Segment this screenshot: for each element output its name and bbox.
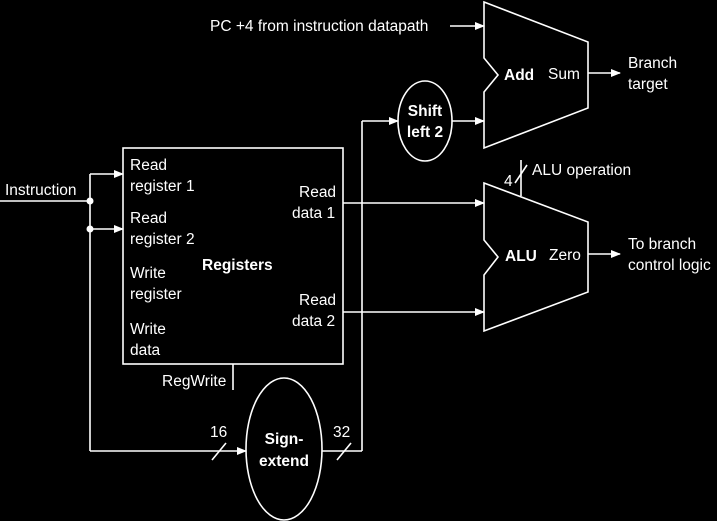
sign-extend-label-1: Sign- bbox=[265, 431, 304, 448]
shift-label-1: Shift bbox=[408, 103, 442, 120]
read-register-2-label-a: Read bbox=[130, 210, 167, 227]
add-label: Add bbox=[504, 67, 534, 84]
to-branch-label-2: control logic bbox=[628, 257, 711, 274]
to-branch-label-1: To branch bbox=[628, 236, 696, 253]
alu-operation-width: 4 bbox=[504, 173, 513, 190]
width-in-label: 16 bbox=[210, 424, 227, 441]
write-register-label-a: Write bbox=[130, 265, 166, 282]
register-file bbox=[122, 147, 344, 365]
alu-operation-label: ALU operation bbox=[532, 162, 631, 179]
instruction-label: Instruction bbox=[5, 182, 77, 199]
read-register-2-label-b: register 2 bbox=[130, 231, 195, 248]
read-data-1-label-b: data 1 bbox=[292, 205, 335, 222]
pc4-label: PC +4 from instruction datapath bbox=[210, 18, 428, 35]
alu-unit bbox=[483, 181, 589, 333]
alu-label: ALU bbox=[505, 248, 537, 265]
junction-dot-2 bbox=[86, 225, 94, 233]
write-data-label-b: data bbox=[130, 342, 161, 359]
zero-label: Zero bbox=[549, 247, 581, 264]
branch-target-label-1: Branch bbox=[628, 55, 677, 72]
branch-target-label-2: target bbox=[628, 76, 668, 93]
read-data-2-label-b: data 2 bbox=[292, 313, 335, 330]
sign-extend-output-slash bbox=[336, 442, 352, 461]
read-register-1-label-a: Read bbox=[130, 157, 167, 174]
shift-label-2: left 2 bbox=[407, 124, 443, 141]
regwrite-label: RegWrite bbox=[162, 373, 226, 390]
junction-dot-1 bbox=[86, 197, 94, 205]
sign-extend-label-2: extend bbox=[259, 453, 309, 470]
read-data-2-label-a: Read bbox=[299, 292, 336, 309]
sign-extend-input-slash bbox=[211, 442, 227, 461]
width-out-label: 32 bbox=[333, 424, 350, 441]
alu-operation-width-slash bbox=[514, 164, 528, 184]
shift-left-2-unit bbox=[397, 80, 453, 162]
sum-label: Sum bbox=[548, 66, 580, 83]
write-data-label-a: Write bbox=[130, 321, 166, 338]
write-register-label-b: register bbox=[130, 286, 182, 303]
read-data-1-label-a: Read bbox=[299, 184, 336, 201]
registers-title: Registers bbox=[202, 257, 273, 274]
read-register-1-label-b: register 1 bbox=[130, 178, 195, 195]
sign-extend-unit bbox=[245, 377, 323, 521]
